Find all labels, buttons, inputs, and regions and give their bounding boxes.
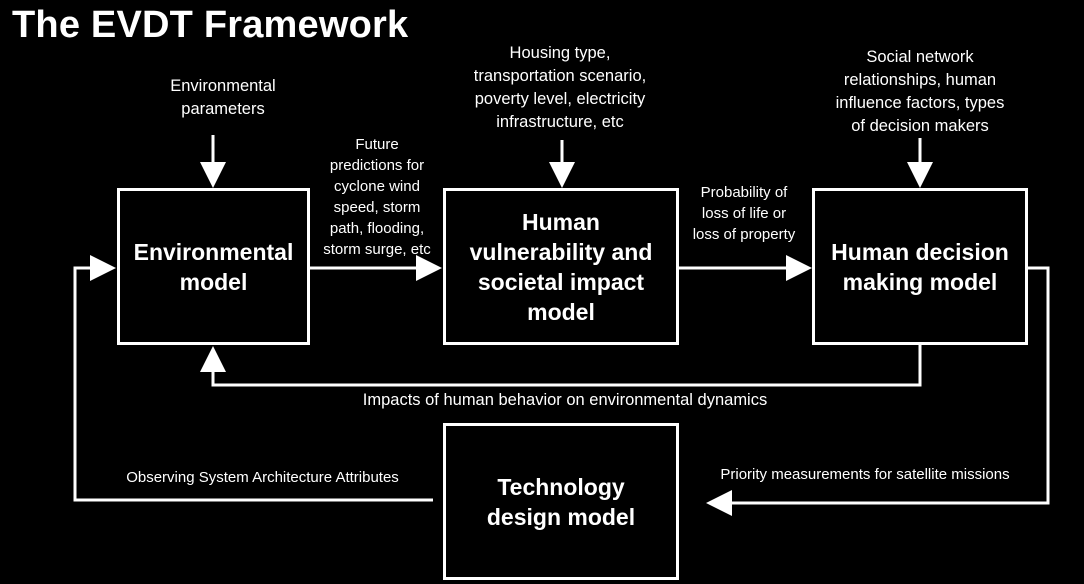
- environmental-parameters-label: Environmental parameters: [143, 75, 303, 121]
- label-line: Housing type,: [509, 44, 611, 62]
- label-line: poverty level, electricity: [474, 90, 646, 108]
- box-line: vulnerability and: [469, 238, 653, 265]
- box-line: making model: [842, 268, 998, 295]
- label-line: relationships, human: [843, 71, 997, 89]
- label-line: Future: [355, 136, 399, 153]
- label-line: predictions for: [329, 157, 425, 174]
- impacts-feedback-line: [211, 345, 922, 387]
- label-line: storm surge, etc: [323, 241, 431, 258]
- observing-label: Observing System Architecture Attributes: [126, 469, 399, 486]
- label-line: loss of property: [692, 226, 796, 243]
- label-line: loss of life or: [701, 205, 787, 222]
- decision-model-box: Human decision making model: [812, 188, 1028, 345]
- probability-label: Probability of loss of life or loss of p…: [680, 182, 808, 245]
- box-line: model: [527, 298, 595, 325]
- label-line: Social network: [866, 48, 974, 66]
- vulnerability-model-box: Human vulnerability and societal impact …: [443, 188, 679, 345]
- technology-model-box: Technology design model: [443, 423, 679, 580]
- box-line: Human: [522, 208, 600, 235]
- label-line: cyclone wind: [334, 178, 420, 195]
- label-line: transportation scenario,: [473, 67, 647, 85]
- label-line: speed, storm: [333, 199, 421, 216]
- box-line: societal impact: [477, 268, 645, 295]
- label-line: path, flooding,: [329, 220, 425, 237]
- label-line: Environmental: [170, 77, 276, 95]
- environmental-model-box: Environmental model: [117, 188, 310, 345]
- box-line: Technology: [497, 473, 625, 500]
- impacts-label: Impacts of human behavior on environment…: [362, 391, 768, 409]
- label-line: parameters: [181, 100, 265, 118]
- priority-feedback-line: [730, 266, 1050, 505]
- label-line: influence factors, types: [835, 94, 1005, 112]
- social-network-label: Social network relationships, human infl…: [800, 46, 1040, 138]
- box-line: Human decision: [831, 238, 1009, 265]
- housing-type-label: Housing type, transportation scenario, p…: [438, 42, 682, 134]
- observing-feedback-line: [73, 266, 433, 502]
- label-line: infrastructure, etc: [496, 113, 624, 131]
- box-line: design model: [486, 503, 636, 530]
- future-predictions-label: Future predictions for cyclone wind spee…: [311, 134, 443, 260]
- diagram-title: The EVDT Framework: [12, 4, 409, 46]
- priority-label: Priority measurements for satellite miss…: [720, 466, 1010, 483]
- box-line: Environmental: [133, 238, 294, 265]
- box-line: model: [179, 268, 248, 295]
- label-line: of decision makers: [851, 117, 989, 135]
- label-line: Probability of: [700, 184, 788, 201]
